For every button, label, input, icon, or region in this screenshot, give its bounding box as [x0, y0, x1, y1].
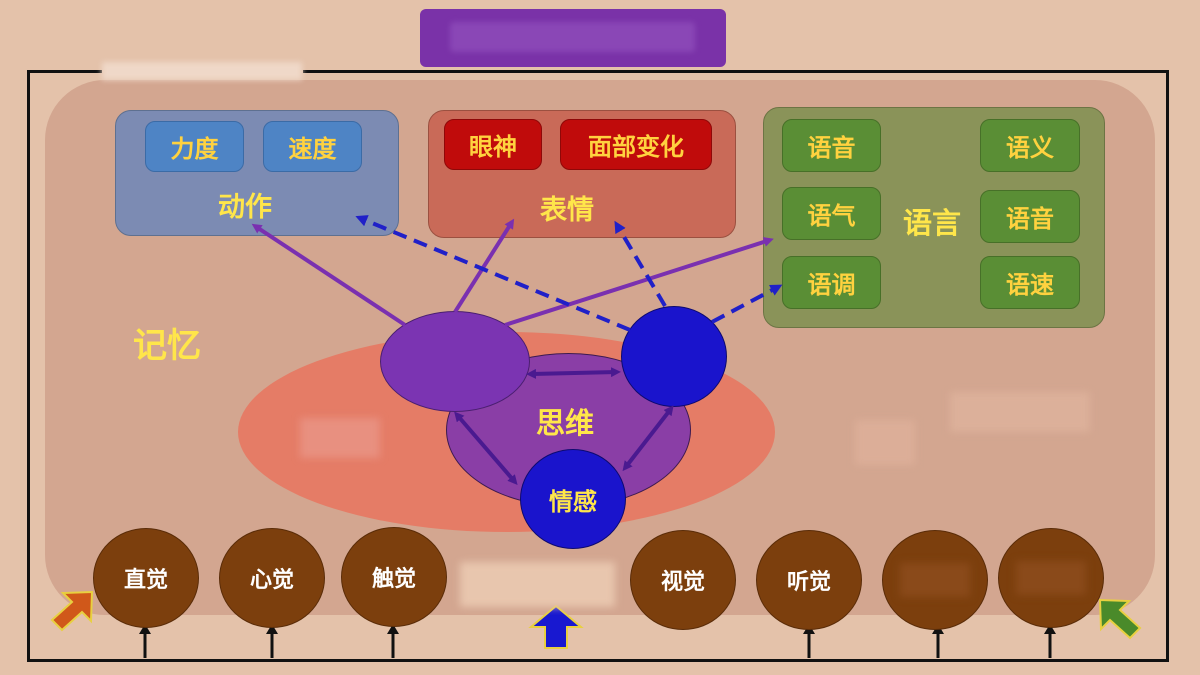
language-item-intonation: 语调: [782, 256, 881, 309]
sense-heart-label: 心觉: [249, 568, 294, 593]
action-item-speed: 速度: [263, 121, 362, 172]
sense-vision-label: 视觉: [660, 570, 705, 595]
expression-group-label: 表情: [540, 195, 594, 226]
frame-top: [303, 70, 1169, 73]
thinking-label: 思维: [536, 406, 595, 440]
language-item-pronunciation-2: 语音: [980, 190, 1080, 243]
frame-left: [27, 70, 30, 662]
arrow-purple-to-language: [504, 237, 774, 327]
frame-blurred-gap: [102, 62, 302, 80]
arrow-blue-to-action: [355, 215, 631, 332]
language-item-tone: 语气: [782, 187, 881, 240]
sense-touch: 触觉: [341, 527, 447, 627]
sense-heart: 心觉: [219, 528, 325, 628]
memory-label: 记忆: [133, 326, 201, 366]
language-item-semantics: 语义: [980, 119, 1080, 172]
sense-touch-label: 触觉: [371, 567, 416, 592]
arrow-purple-blue: [526, 367, 621, 379]
sense-blurred-1: [882, 530, 988, 630]
blurred-label-left: [300, 418, 380, 458]
blurred-label-right: [855, 420, 915, 465]
language-group-label: 语言: [903, 206, 962, 240]
sense-intuition-label: 直觉: [123, 568, 168, 593]
arrow-purple-to-action: [251, 223, 407, 327]
frame-bottom: [27, 659, 1169, 662]
language-item-pronunciation: 语音: [782, 119, 881, 172]
arrow-blue-to-expression: [614, 220, 667, 308]
expression-item-eyes: 眼神: [444, 119, 542, 170]
sense-intuition: 直觉: [93, 528, 199, 628]
blue-node: [621, 306, 727, 407]
frame-right: [1166, 70, 1169, 662]
up-arrow-blue: [528, 604, 584, 649]
emotion-node: 情感: [520, 449, 626, 549]
sense-hearing-label: 听觉: [786, 570, 831, 595]
emotion-label: 情感: [549, 487, 597, 516]
sense-blurred-2: [998, 528, 1104, 628]
arrow-purple-emotion: [454, 411, 518, 486]
title-blurred-text: [450, 22, 695, 52]
sense-hearing: 听觉: [756, 530, 862, 630]
arrow-purple-to-expression: [453, 218, 515, 314]
arrow-blue-emotion: [622, 405, 674, 472]
sense-vision: 视觉: [630, 530, 736, 630]
diag-arrow-green: [1098, 598, 1142, 640]
blurred-bottom-center: [460, 562, 615, 607]
expression-item-face-change: 面部变化: [560, 119, 712, 170]
frame-top-left: [27, 70, 102, 73]
blurred-label-far-right: [950, 392, 1090, 432]
action-group-label: 动作: [218, 192, 272, 223]
language-item-pace: 语速: [980, 256, 1080, 309]
arrow-blue-to-language: [711, 284, 783, 324]
action-item-strength: 力度: [145, 121, 244, 172]
diag-arrow-orange: [50, 590, 94, 632]
